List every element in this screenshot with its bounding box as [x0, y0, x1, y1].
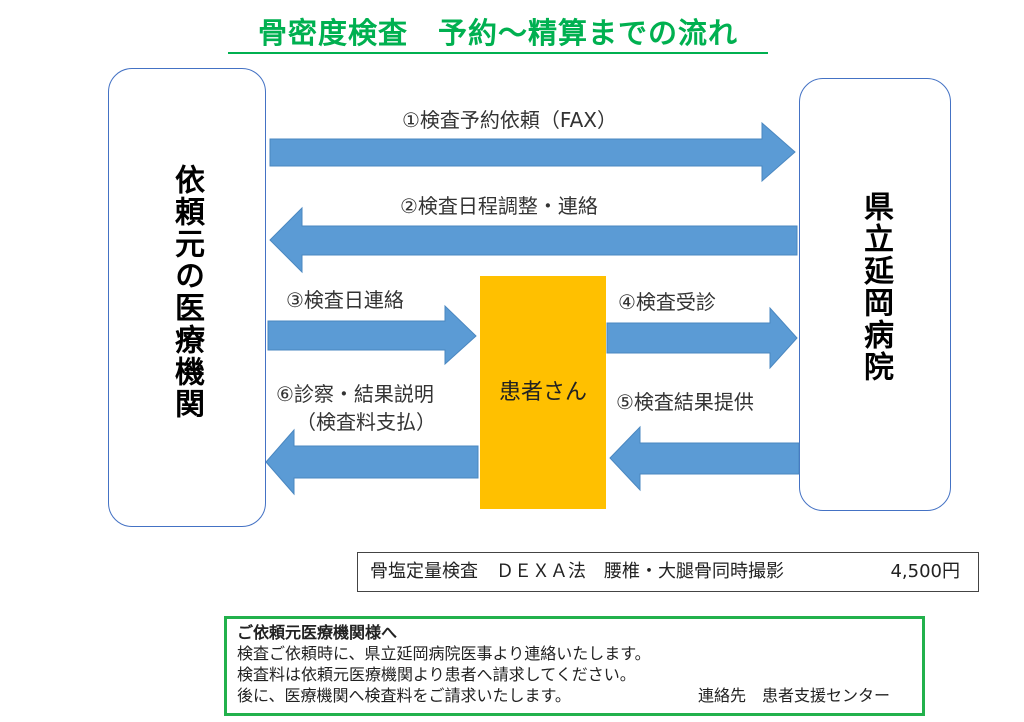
step-1-label: ①検査予約依頼（FAX） [402, 108, 617, 132]
patient-node: 患者さん [480, 276, 606, 509]
arrow-step-6 [265, 428, 479, 496]
step-5-label: ⑤検査結果提供 [616, 390, 754, 414]
arrow-step-3 [267, 304, 477, 366]
step-2-label: ②検査日程調整・連絡 [400, 194, 598, 218]
price-description: 骨塩定量検査 ＤＥＸＡ法 腰椎・大腿骨同時撮影 [370, 561, 784, 582]
price-amount: 4,500円 [890, 561, 960, 582]
referrer-label: 依頼元の医療機関 [169, 164, 204, 420]
referrer-node: 依頼元の医療機関 [108, 68, 266, 527]
patient-label: 患者さん [498, 380, 587, 405]
notice-heading: ご依頼元医療機関様へ [237, 623, 398, 642]
step-6-label: ⑥診察・結果説明 [276, 382, 434, 406]
notice-line: 検査ご依頼時に、県立延岡病院医事より連絡いたします。 [237, 644, 651, 663]
step-3-label: ③検査日連絡 [286, 288, 404, 312]
notice-line: 検査料は依頼元医療機関より患者へ請求してください。 [237, 665, 636, 684]
arrow-step-5 [609, 425, 800, 492]
arrow-step-1 [269, 121, 796, 183]
page-title: 骨密度検査 予約～精算までの流れ [228, 14, 768, 54]
notice-line: 後に、医療機関へ検査料をご請求いたします。 [237, 686, 571, 705]
contact-info: 連絡先 患者支援センター [697, 686, 890, 705]
step-4-label: ④検査受診 [618, 290, 716, 314]
arrow-step-4 [606, 306, 798, 370]
price-box: 骨塩定量検査 ＤＥＸＡ法 腰椎・大腿骨同時撮影 4,500円 [357, 552, 979, 592]
arrow-step-2 [269, 206, 798, 274]
notice-line-with-contact: 後に、医療機関へ検査料をご請求いたします。 連絡先 患者支援センター [237, 685, 912, 706]
notice-box: ご依頼元医療機関様へ 検査ご依頼時に、県立延岡病院医事より連絡いたします。 検査… [224, 616, 925, 716]
hospital-node: 県立延岡病院 [799, 78, 951, 511]
hospital-label: 県立延岡病院 [858, 191, 893, 383]
step-6-sublabel: （検査料支払） [296, 410, 436, 434]
